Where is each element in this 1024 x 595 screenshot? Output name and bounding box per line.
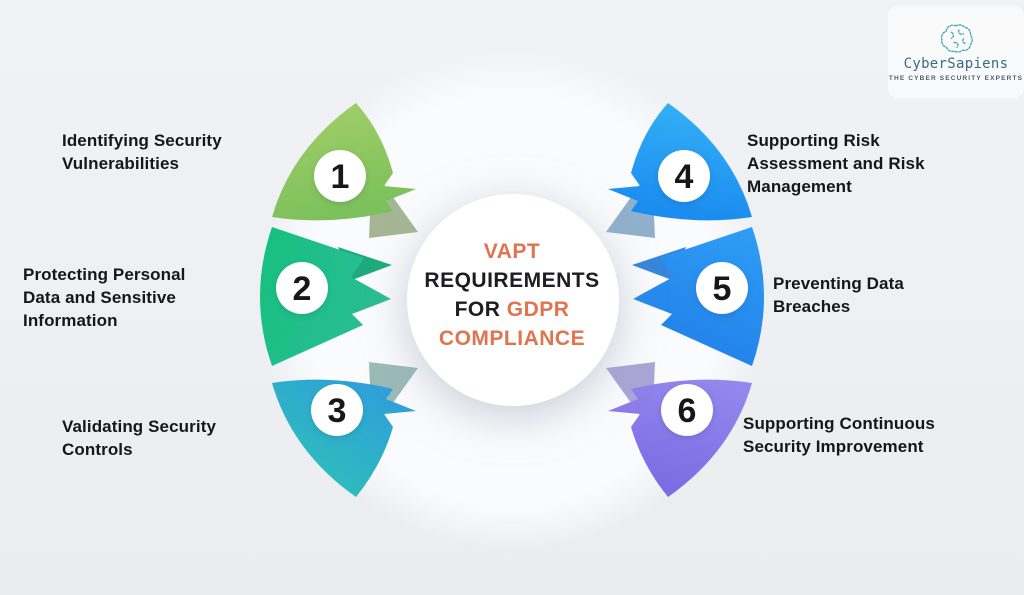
badge-circle-1 — [314, 150, 366, 202]
badge-number-3: 3 — [328, 392, 347, 430]
number-badge-4: 4 — [658, 150, 710, 202]
center-title: VAPT REQUIREMENTS FOR GDPR COMPLIANCE — [397, 237, 627, 353]
badge-number-6: 6 — [678, 392, 697, 430]
title-line-3: FOR GDPR — [397, 295, 627, 324]
item-label-5: Preventing Data Breaches — [773, 274, 904, 316]
item-label-1: Identifying Security Vulnerabilities — [62, 131, 222, 173]
title-line-4: COMPLIANCE — [438, 327, 586, 350]
logo-tagline: THE CYBER SECURITY EXPERTS — [888, 74, 1024, 82]
item-label-2: Protecting Personal Data and Sensitive I… — [23, 265, 186, 330]
badge-circle-4 — [658, 150, 710, 202]
arrow-shape-3 — [272, 379, 416, 497]
item-label-3: Validating Security Controls — [62, 417, 217, 459]
item-label-4: Supporting Risk Assessment and Risk Mana… — [747, 131, 925, 196]
number-badge-3: 3 — [311, 384, 363, 436]
badge-number-4: 4 — [675, 158, 694, 196]
logo-card: CyberSapiens THE CYBER SECURITY EXPERTS — [888, 6, 1024, 98]
badge-number-5: 5 — [713, 270, 732, 308]
title-line-1: VAPT — [483, 240, 541, 263]
brain-circuit-icon — [941, 23, 973, 53]
number-badge-5: 5 — [696, 262, 748, 314]
badge-number-1: 1 — [331, 158, 350, 196]
badge-number-2: 2 — [293, 270, 312, 308]
badge-circle-2 — [276, 262, 328, 314]
center-circle — [407, 194, 619, 406]
number-badge-6: 6 — [661, 384, 713, 436]
badge-circle-6 — [661, 384, 713, 436]
item-label-6: Supporting Continuous Security Improveme… — [743, 414, 935, 456]
number-badge-1: 1 — [314, 150, 366, 202]
arrow-shape-6 — [608, 379, 752, 497]
title-line-2: REQUIREMENTS — [424, 269, 600, 292]
badge-circle-5 — [696, 262, 748, 314]
gdpr-highlight: GDPR — [506, 298, 570, 321]
logo-brand: CyberSapiens — [903, 55, 1009, 72]
title-line-3-prefix: FOR — [454, 298, 501, 321]
number-badge-2: 2 — [276, 262, 328, 314]
badge-circle-3 — [311, 384, 363, 436]
